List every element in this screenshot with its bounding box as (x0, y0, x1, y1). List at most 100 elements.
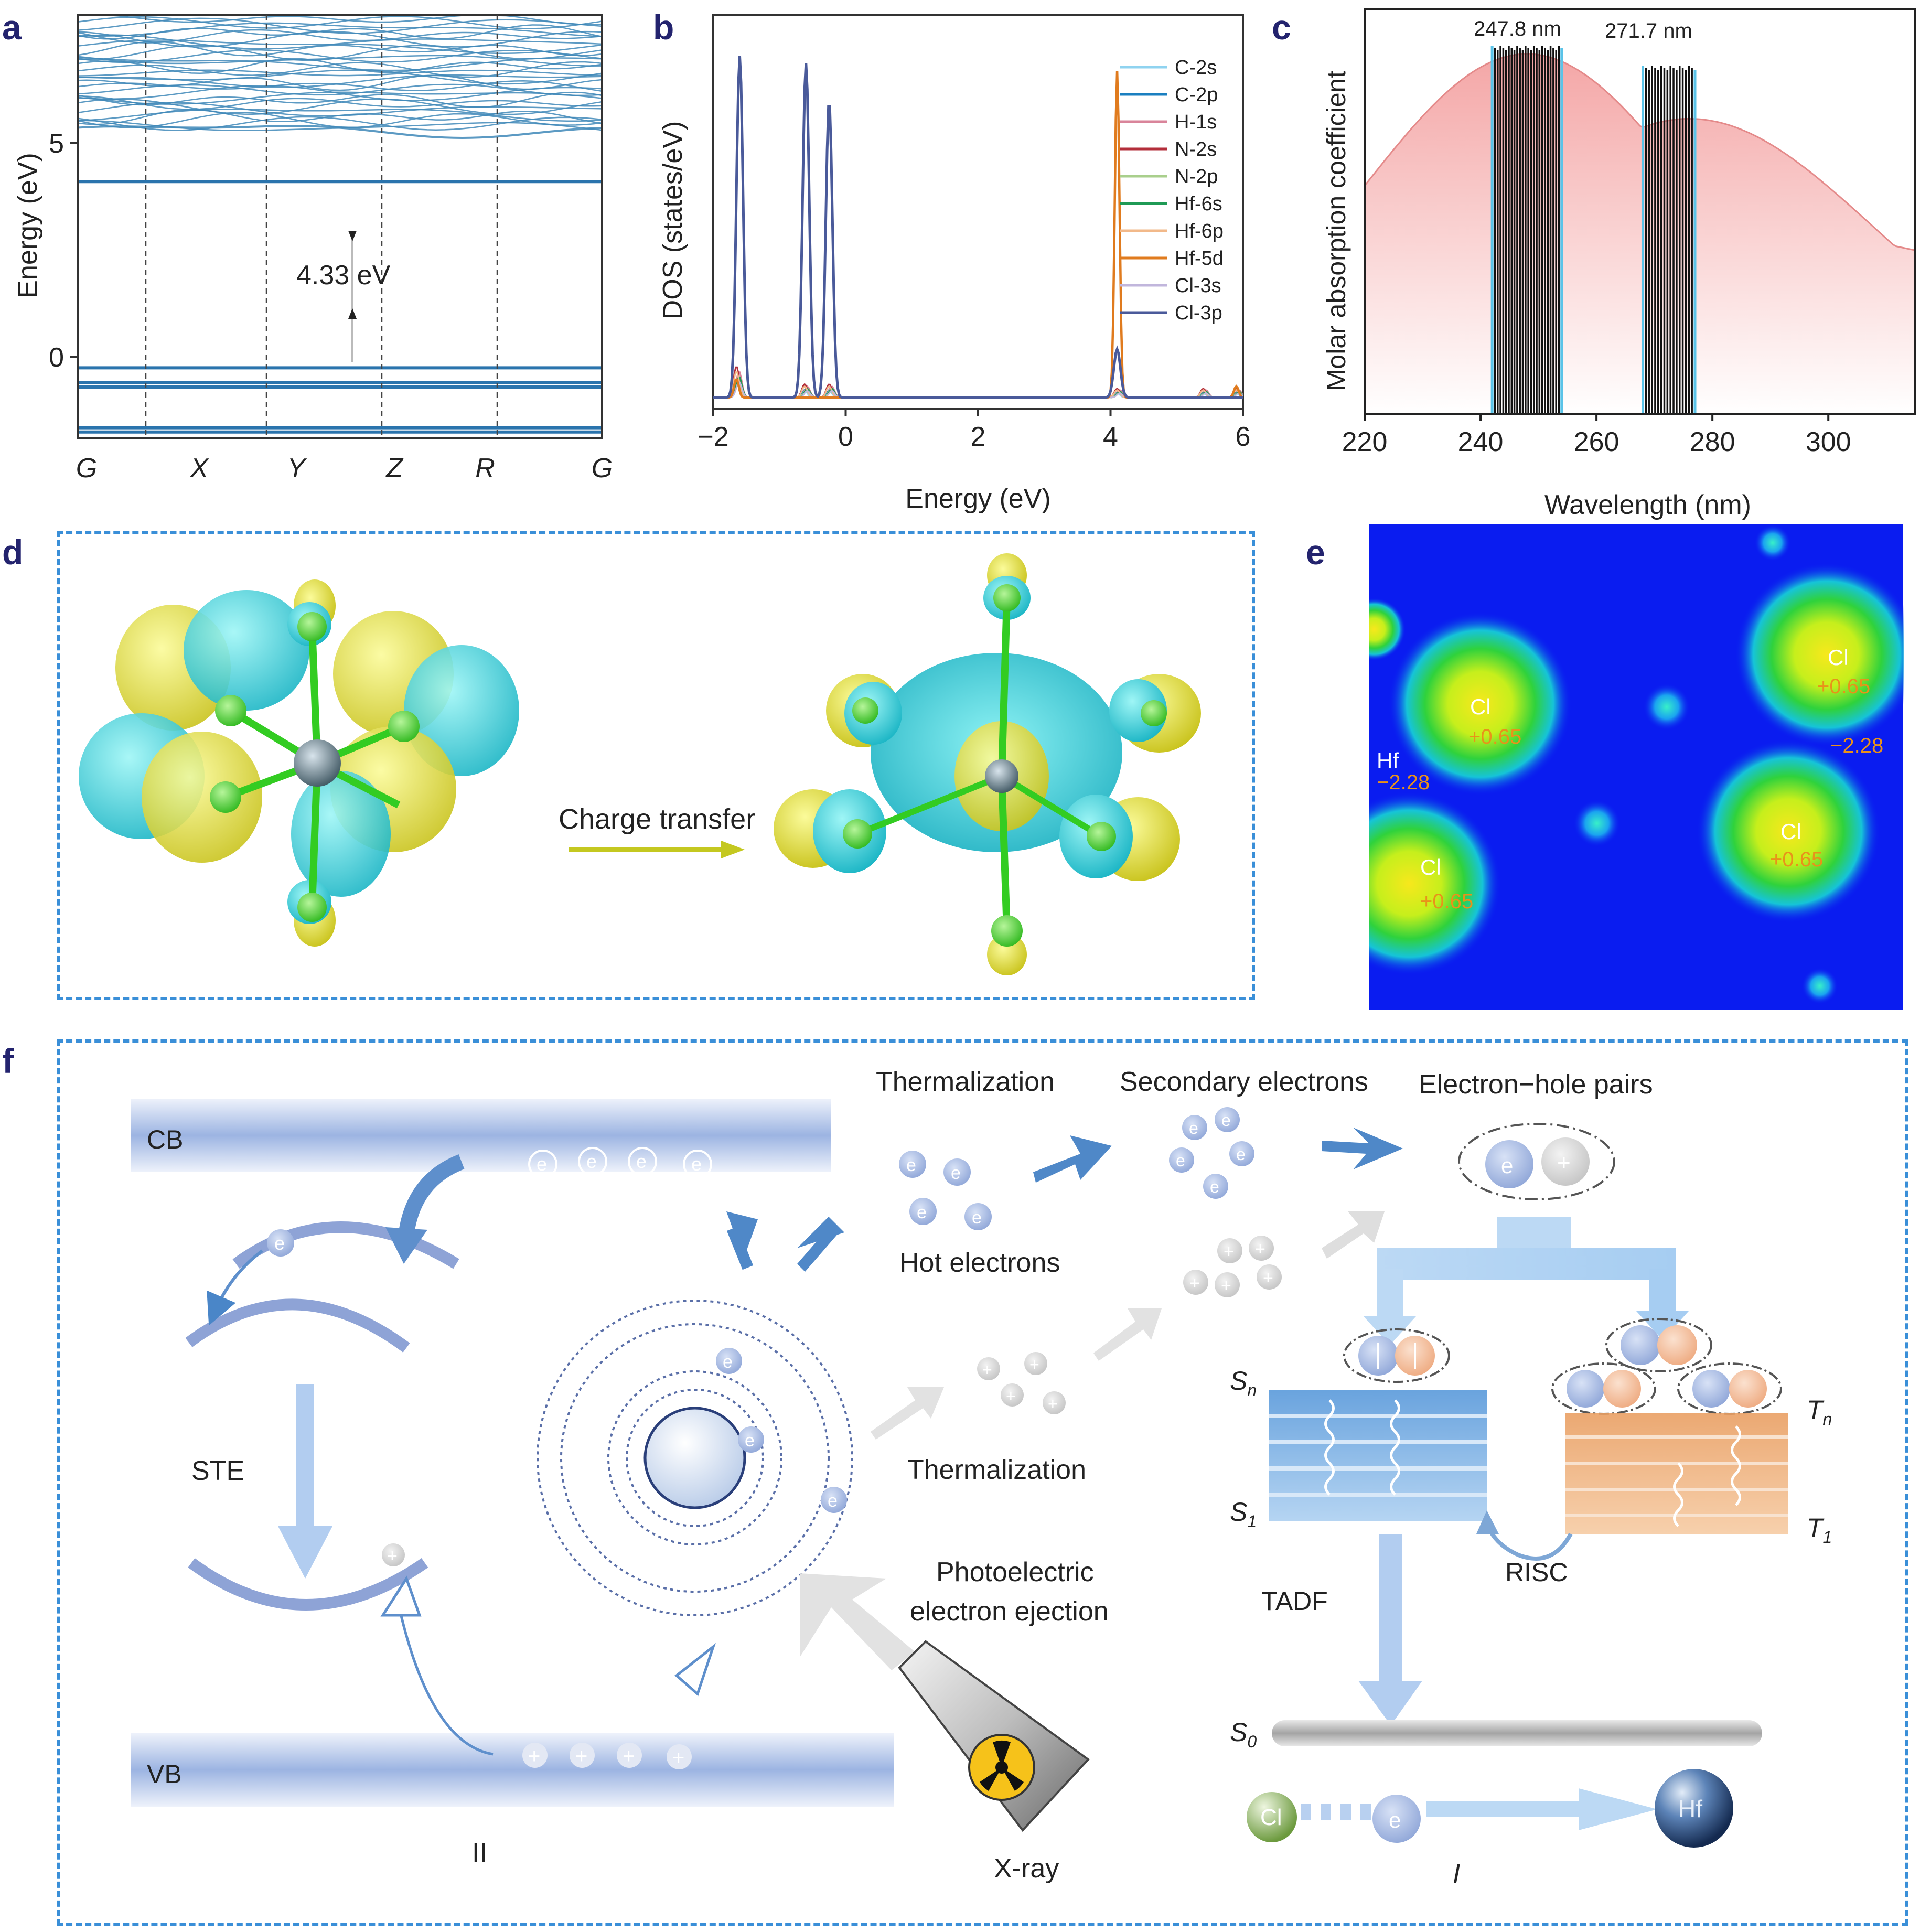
cl-atom (388, 711, 420, 742)
s1-label: S1 (1230, 1497, 1257, 1531)
density-dot (1801, 968, 1838, 1004)
branch-pipe (1377, 1269, 1403, 1322)
density-blob (1369, 598, 1406, 661)
band-line (77, 91, 603, 108)
dos-curve (713, 56, 1243, 399)
cl-atom (991, 915, 1023, 947)
band-line (77, 61, 603, 78)
band-line (78, 15, 603, 26)
orbital-panel-frame (57, 531, 1255, 1000)
cl-atom (210, 781, 241, 813)
sn-label: Sn (1230, 1366, 1257, 1400)
hole-symbol: + (1255, 1239, 1265, 1259)
dos-curve (713, 371, 1243, 399)
dos-curve (713, 371, 1244, 399)
pair-electron (1485, 1140, 1533, 1188)
atom-to-holes-arrow (871, 1387, 944, 1440)
bond (1000, 773, 1103, 840)
x-tick-label: 240 (1458, 427, 1504, 457)
density-blob (1369, 792, 1501, 975)
peak-label-2: 271.7 nm (1605, 19, 1692, 42)
hole (522, 1743, 548, 1768)
ste-hole (382, 1543, 405, 1566)
relaxation-wave (1731, 1425, 1741, 1506)
cb-to-ste-arrow (399, 1154, 465, 1234)
density-dot (1573, 800, 1621, 847)
triplet-pair-outline (1605, 1318, 1712, 1372)
panel-letter-b: b (653, 8, 674, 47)
legend-label: Hf-6p (1175, 220, 1224, 242)
band-line (77, 112, 603, 128)
band-plot-frame (77, 14, 603, 439)
electron-symbol: e (1210, 1177, 1219, 1196)
hole-symbol: + (1263, 1268, 1273, 1288)
ste-down-arrow (296, 1384, 314, 1531)
xray-beam-arrow (800, 1573, 915, 1670)
legend-label: Hf-5d (1175, 248, 1224, 270)
bond (998, 776, 1011, 931)
k-point-label: Y (287, 453, 307, 484)
dos-plot-frame (712, 14, 1244, 410)
hole (1024, 1352, 1047, 1375)
band-line (77, 85, 603, 101)
x-tick-label: 6 (1236, 422, 1251, 452)
hole (1257, 1264, 1282, 1290)
vb-holes: + + + + (522, 1743, 692, 1769)
electron-symbol: e (1176, 1151, 1185, 1170)
dos-xlabel: Energy (eV) (905, 484, 1050, 514)
electron-symbol: e (1501, 1153, 1513, 1178)
cl-value: +0.65 (1817, 675, 1870, 698)
valence-band (131, 1733, 894, 1807)
electron-symbol: e (537, 1153, 547, 1175)
band-line (77, 69, 603, 85)
electron-symbol: e (1236, 1145, 1246, 1164)
electron-hole-pairs-label: Electron−hole pairs (1419, 1069, 1653, 1100)
hole (1215, 1272, 1240, 1297)
risc-arrow (1485, 1522, 1573, 1561)
x-tick-label: 4 (1103, 422, 1118, 452)
atom-to-hot-arrow (797, 1217, 844, 1248)
cl-atom (993, 584, 1021, 611)
gap-arrow-head-bottom (348, 308, 357, 319)
hole-symbol: + (1006, 1387, 1016, 1405)
hole-symbol: + (1048, 1394, 1058, 1413)
electron-symbol: e (723, 1352, 733, 1372)
x-tick-label: 220 (1342, 427, 1388, 457)
x-tick-label: 0 (838, 422, 853, 452)
cl-atom (1087, 822, 1116, 851)
spin-hole (1657, 1325, 1697, 1365)
ste-down-arrow-head (278, 1526, 332, 1579)
orbit-electron (821, 1487, 847, 1513)
electron-symbol: e (1189, 1119, 1198, 1137)
hf-atom-label: Hf (1678, 1795, 1702, 1822)
cl-label: Cl (1780, 819, 1801, 844)
hole-symbol: + (575, 1745, 587, 1768)
photoelectric-label-2: electron ejection (910, 1596, 1109, 1627)
band-line (77, 109, 603, 122)
atom-to-vb-arrow (674, 1643, 716, 1697)
t1-label: T1 (1807, 1513, 1832, 1547)
electron-symbol: e (951, 1163, 961, 1183)
atom-orbits: e e e (537, 1300, 853, 1616)
hole (667, 1744, 692, 1769)
cl-atom (297, 893, 327, 922)
risc-label: RISC (1505, 1558, 1568, 1587)
orbital-lobe (184, 590, 309, 711)
relaxation-wave (1673, 1462, 1683, 1527)
orbital-lobe (1109, 679, 1167, 742)
peak-label-1: 247.8 nm (1474, 17, 1561, 40)
hf-label: Hf (1377, 748, 1399, 773)
relaxation-wave (1390, 1399, 1400, 1496)
cl-atom-sphere (1247, 1792, 1297, 1842)
dos-curve (713, 376, 1244, 399)
hole (570, 1743, 595, 1768)
branch-arrow-left (1364, 1316, 1416, 1345)
xray-label: X-ray (994, 1853, 1059, 1884)
electron (1169, 1147, 1194, 1173)
cl-value: +0.65 (1770, 848, 1823, 871)
k-point-label: G (592, 453, 613, 484)
band-line (77, 116, 603, 131)
panel-letter-f: f (2, 1042, 14, 1080)
electron-symbol: e (691, 1153, 702, 1175)
